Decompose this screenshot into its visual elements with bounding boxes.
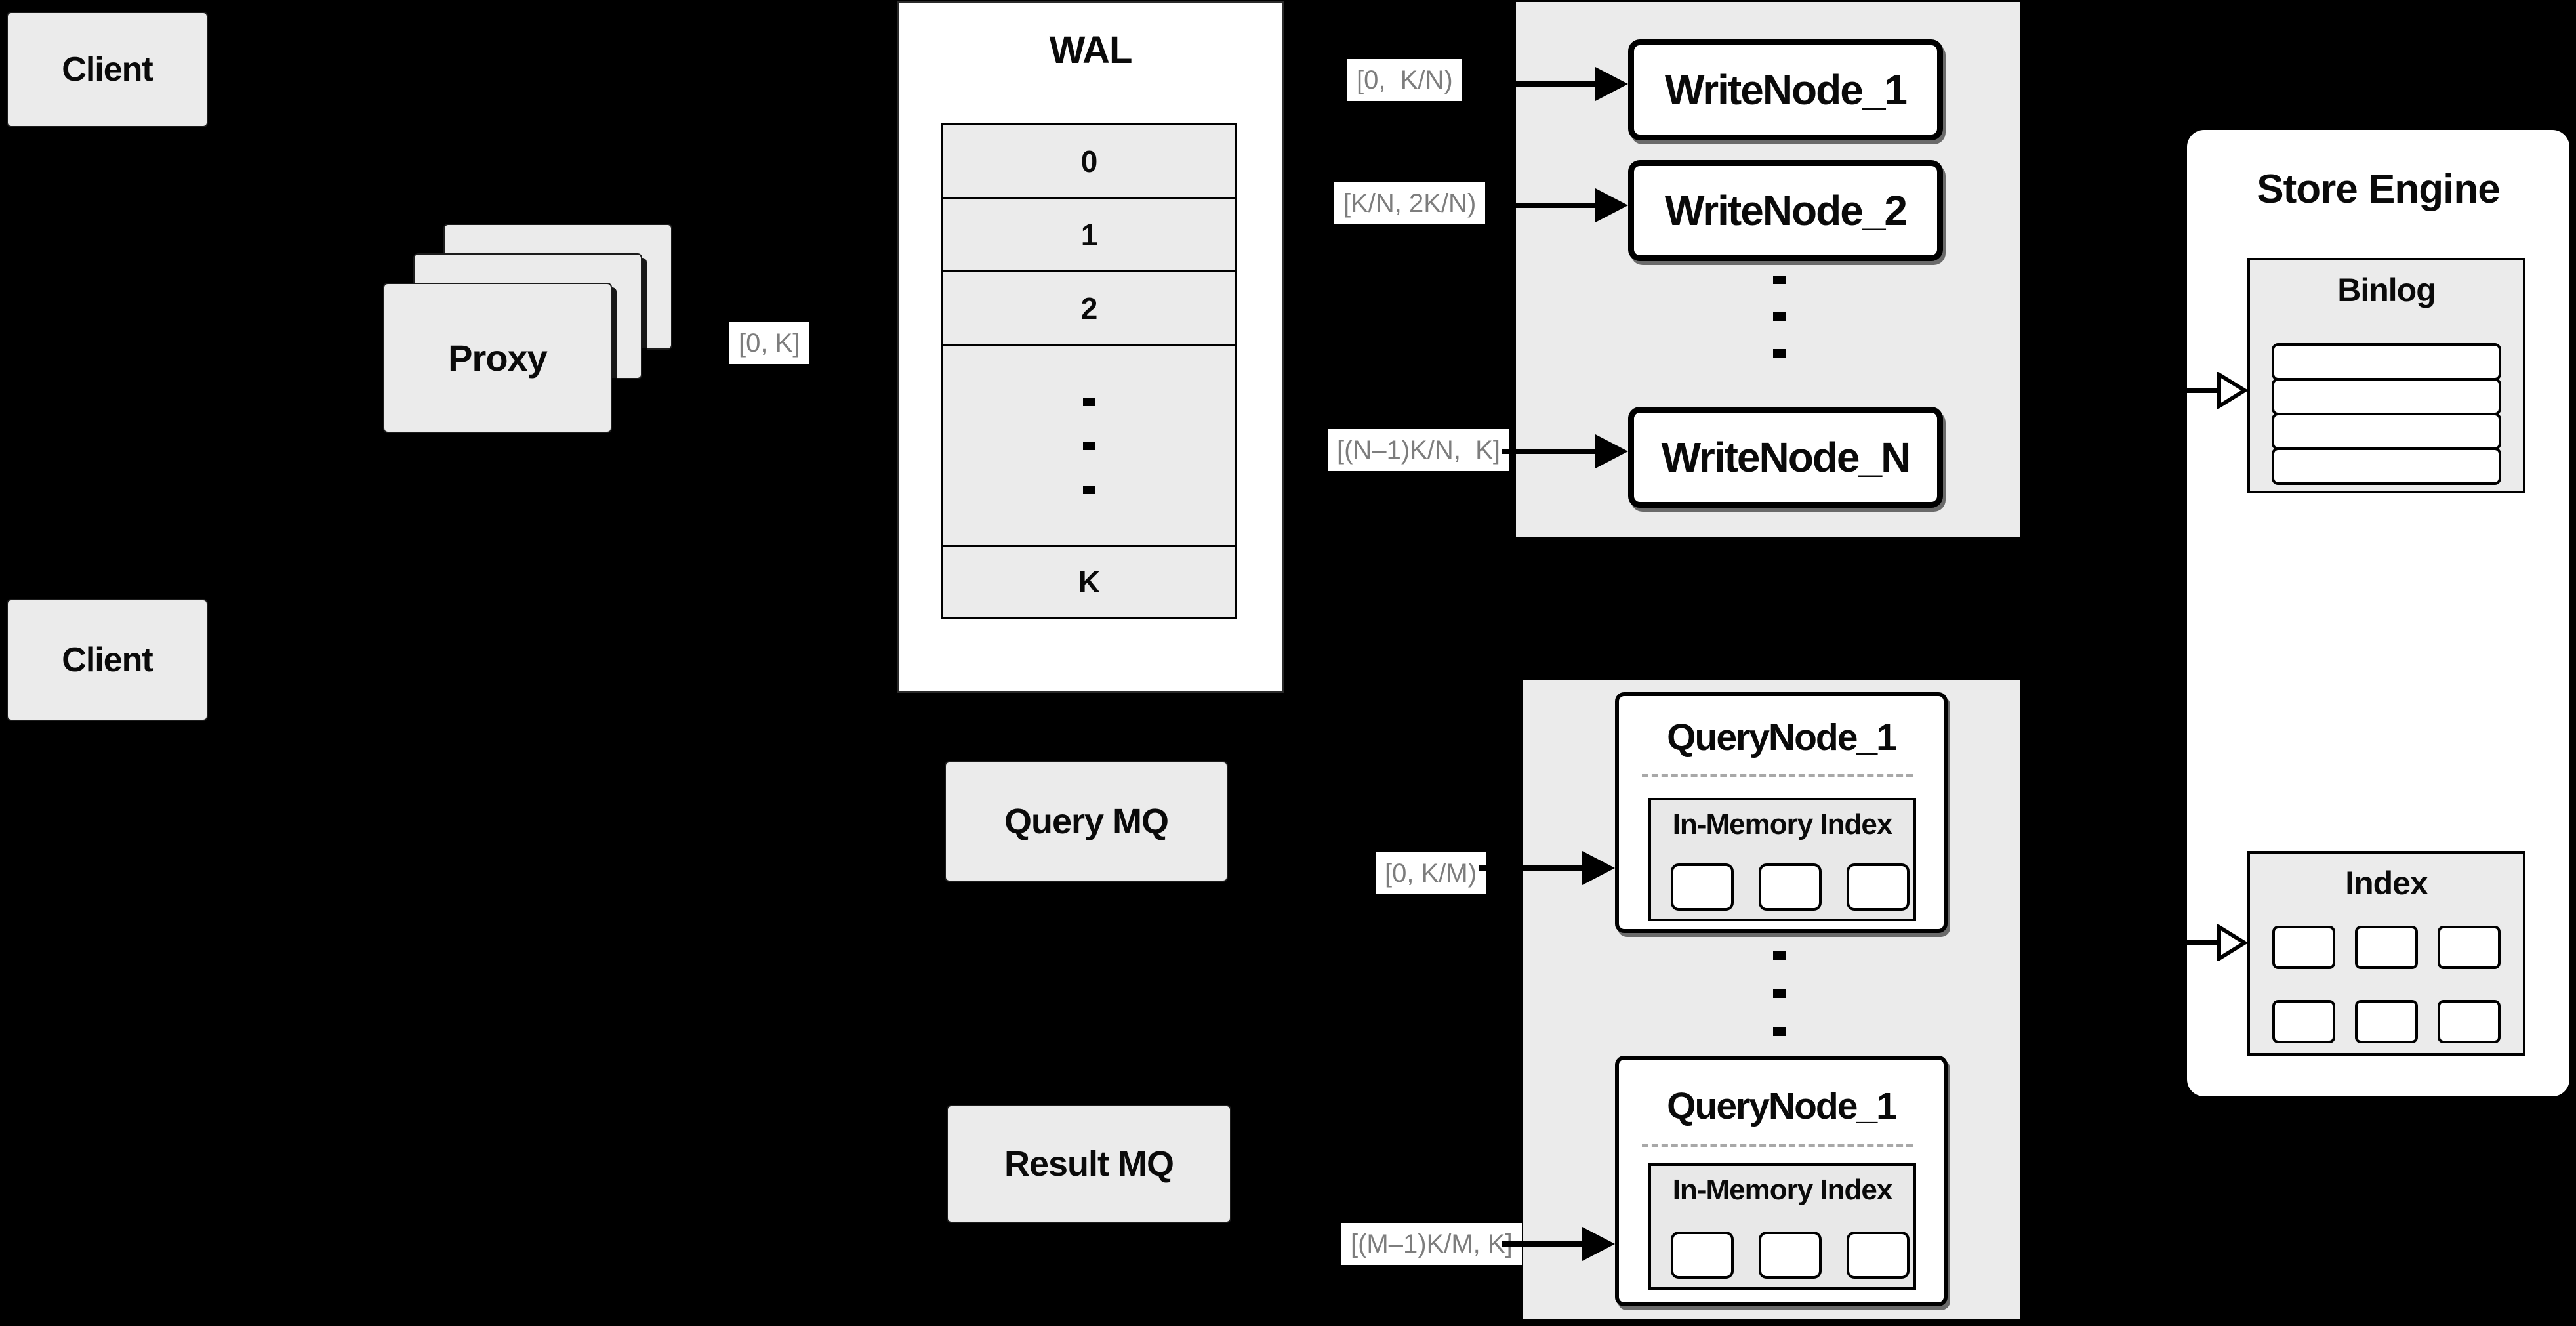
hollow-arrowhead-icon	[2217, 372, 2247, 409]
vertical-ellipsis-icon	[1083, 397, 1095, 494]
query-mq-box: Query MQ	[945, 761, 1228, 882]
edge-label-write-1: [0, K/N)	[1347, 59, 1462, 101]
query-node-title: QueryNode_1	[1667, 1085, 1897, 1127]
wal-title: WAL	[1049, 29, 1133, 72]
segment-cell	[1759, 863, 1822, 911]
query-node-card-1: QueryNode_1 In-Memory Index	[1615, 692, 1948, 933]
index-cell	[2272, 926, 2335, 969]
index-segments	[1671, 863, 1910, 911]
binlog-row	[2272, 378, 2501, 415]
filled-arrowhead-icon	[1595, 67, 1628, 101]
index-cell	[2272, 1000, 2335, 1043]
filled-arrowhead-icon	[1582, 1227, 1615, 1261]
index-cell	[2438, 1000, 2501, 1043]
filled-arrowhead-icon	[1595, 434, 1628, 468]
wal-row-k: K	[943, 547, 1235, 617]
write-node-n-box: WriteNode_N	[1628, 407, 1943, 508]
wal-panel: WAL 0 1 2 K	[897, 1, 1284, 693]
vertical-ellipsis-icon	[1773, 951, 1786, 1036]
in-memory-index-box: In-Memory Index	[1648, 1163, 1916, 1290]
segment-cell	[1847, 1232, 1910, 1279]
result-mq-box: Result MQ	[947, 1105, 1231, 1223]
arrow-line	[1476, 81, 1597, 87]
edge-label-write-2: [K/N, 2K/N)	[1334, 182, 1486, 224]
write-node-1-box: WriteNode_1	[1628, 39, 1943, 140]
segment-cell	[1671, 863, 1734, 911]
store-engine-panel: Store Engine Binlog Index	[2187, 130, 2569, 1096]
wal-log-table: 0 1 2 K	[941, 123, 1237, 619]
arrow-line	[2165, 388, 2220, 393]
query-node-title: QueryNode_1	[1667, 716, 1897, 758]
index-cell	[2355, 926, 2418, 969]
index-segments	[1671, 1232, 1910, 1279]
index-box: Index	[2247, 851, 2525, 1056]
index-cell	[2438, 926, 2501, 969]
binlog-row	[2272, 447, 2501, 485]
client-box-1: Client	[7, 12, 208, 127]
binlog-row	[2272, 413, 2501, 450]
filled-arrowhead-icon	[1595, 188, 1628, 222]
edge-label-result-in: [(M–1)K/M, K]	[1341, 1223, 1522, 1265]
edge-label-write-n: [(N–1)K/N, K]	[1328, 429, 1509, 471]
arrow-line	[1501, 203, 1597, 208]
dashed-divider	[1642, 1144, 1913, 1147]
arrow-line	[1502, 1241, 1584, 1247]
arrow-line	[2165, 940, 2220, 945]
dashed-divider	[1642, 774, 1913, 777]
wal-row-0: 0	[943, 125, 1235, 199]
write-node-2-box: WriteNode_2	[1628, 160, 1943, 261]
client-label: Client	[62, 641, 153, 679]
hollow-arrowhead-icon	[2217, 924, 2247, 961]
proxy-box: Proxy	[383, 283, 612, 433]
wal-row-2: 2	[943, 272, 1235, 346]
binlog-row	[2272, 343, 2501, 381]
store-engine-title: Store Engine	[2257, 167, 2500, 212]
index-cell	[2355, 1000, 2418, 1043]
arrow-line	[1479, 865, 1584, 871]
query-node-card-2: QueryNode_1 In-Memory Index	[1615, 1056, 1948, 1306]
edge-label-query-in: [0, K/M)	[1376, 852, 1486, 894]
wal-row-1: 1	[943, 199, 1235, 272]
arrow-line	[1502, 449, 1597, 454]
edge-label-proxy-out: [0, K]	[729, 322, 809, 364]
client-box-2: Client	[7, 599, 208, 721]
segment-cell	[1671, 1232, 1734, 1279]
index-cells	[2272, 926, 2501, 1043]
segment-cell	[1759, 1232, 1822, 1279]
vertical-ellipsis-icon	[1773, 276, 1786, 358]
filled-arrowhead-icon	[1582, 851, 1615, 885]
binlog-rows	[2272, 343, 2501, 485]
binlog-box: Binlog	[2247, 258, 2525, 493]
proxy-label: Proxy	[448, 337, 548, 379]
in-memory-index-box: In-Memory Index	[1648, 798, 1916, 921]
wal-row-ellipsis	[943, 346, 1235, 547]
client-label: Client	[62, 51, 153, 89]
segment-cell	[1847, 863, 1910, 911]
